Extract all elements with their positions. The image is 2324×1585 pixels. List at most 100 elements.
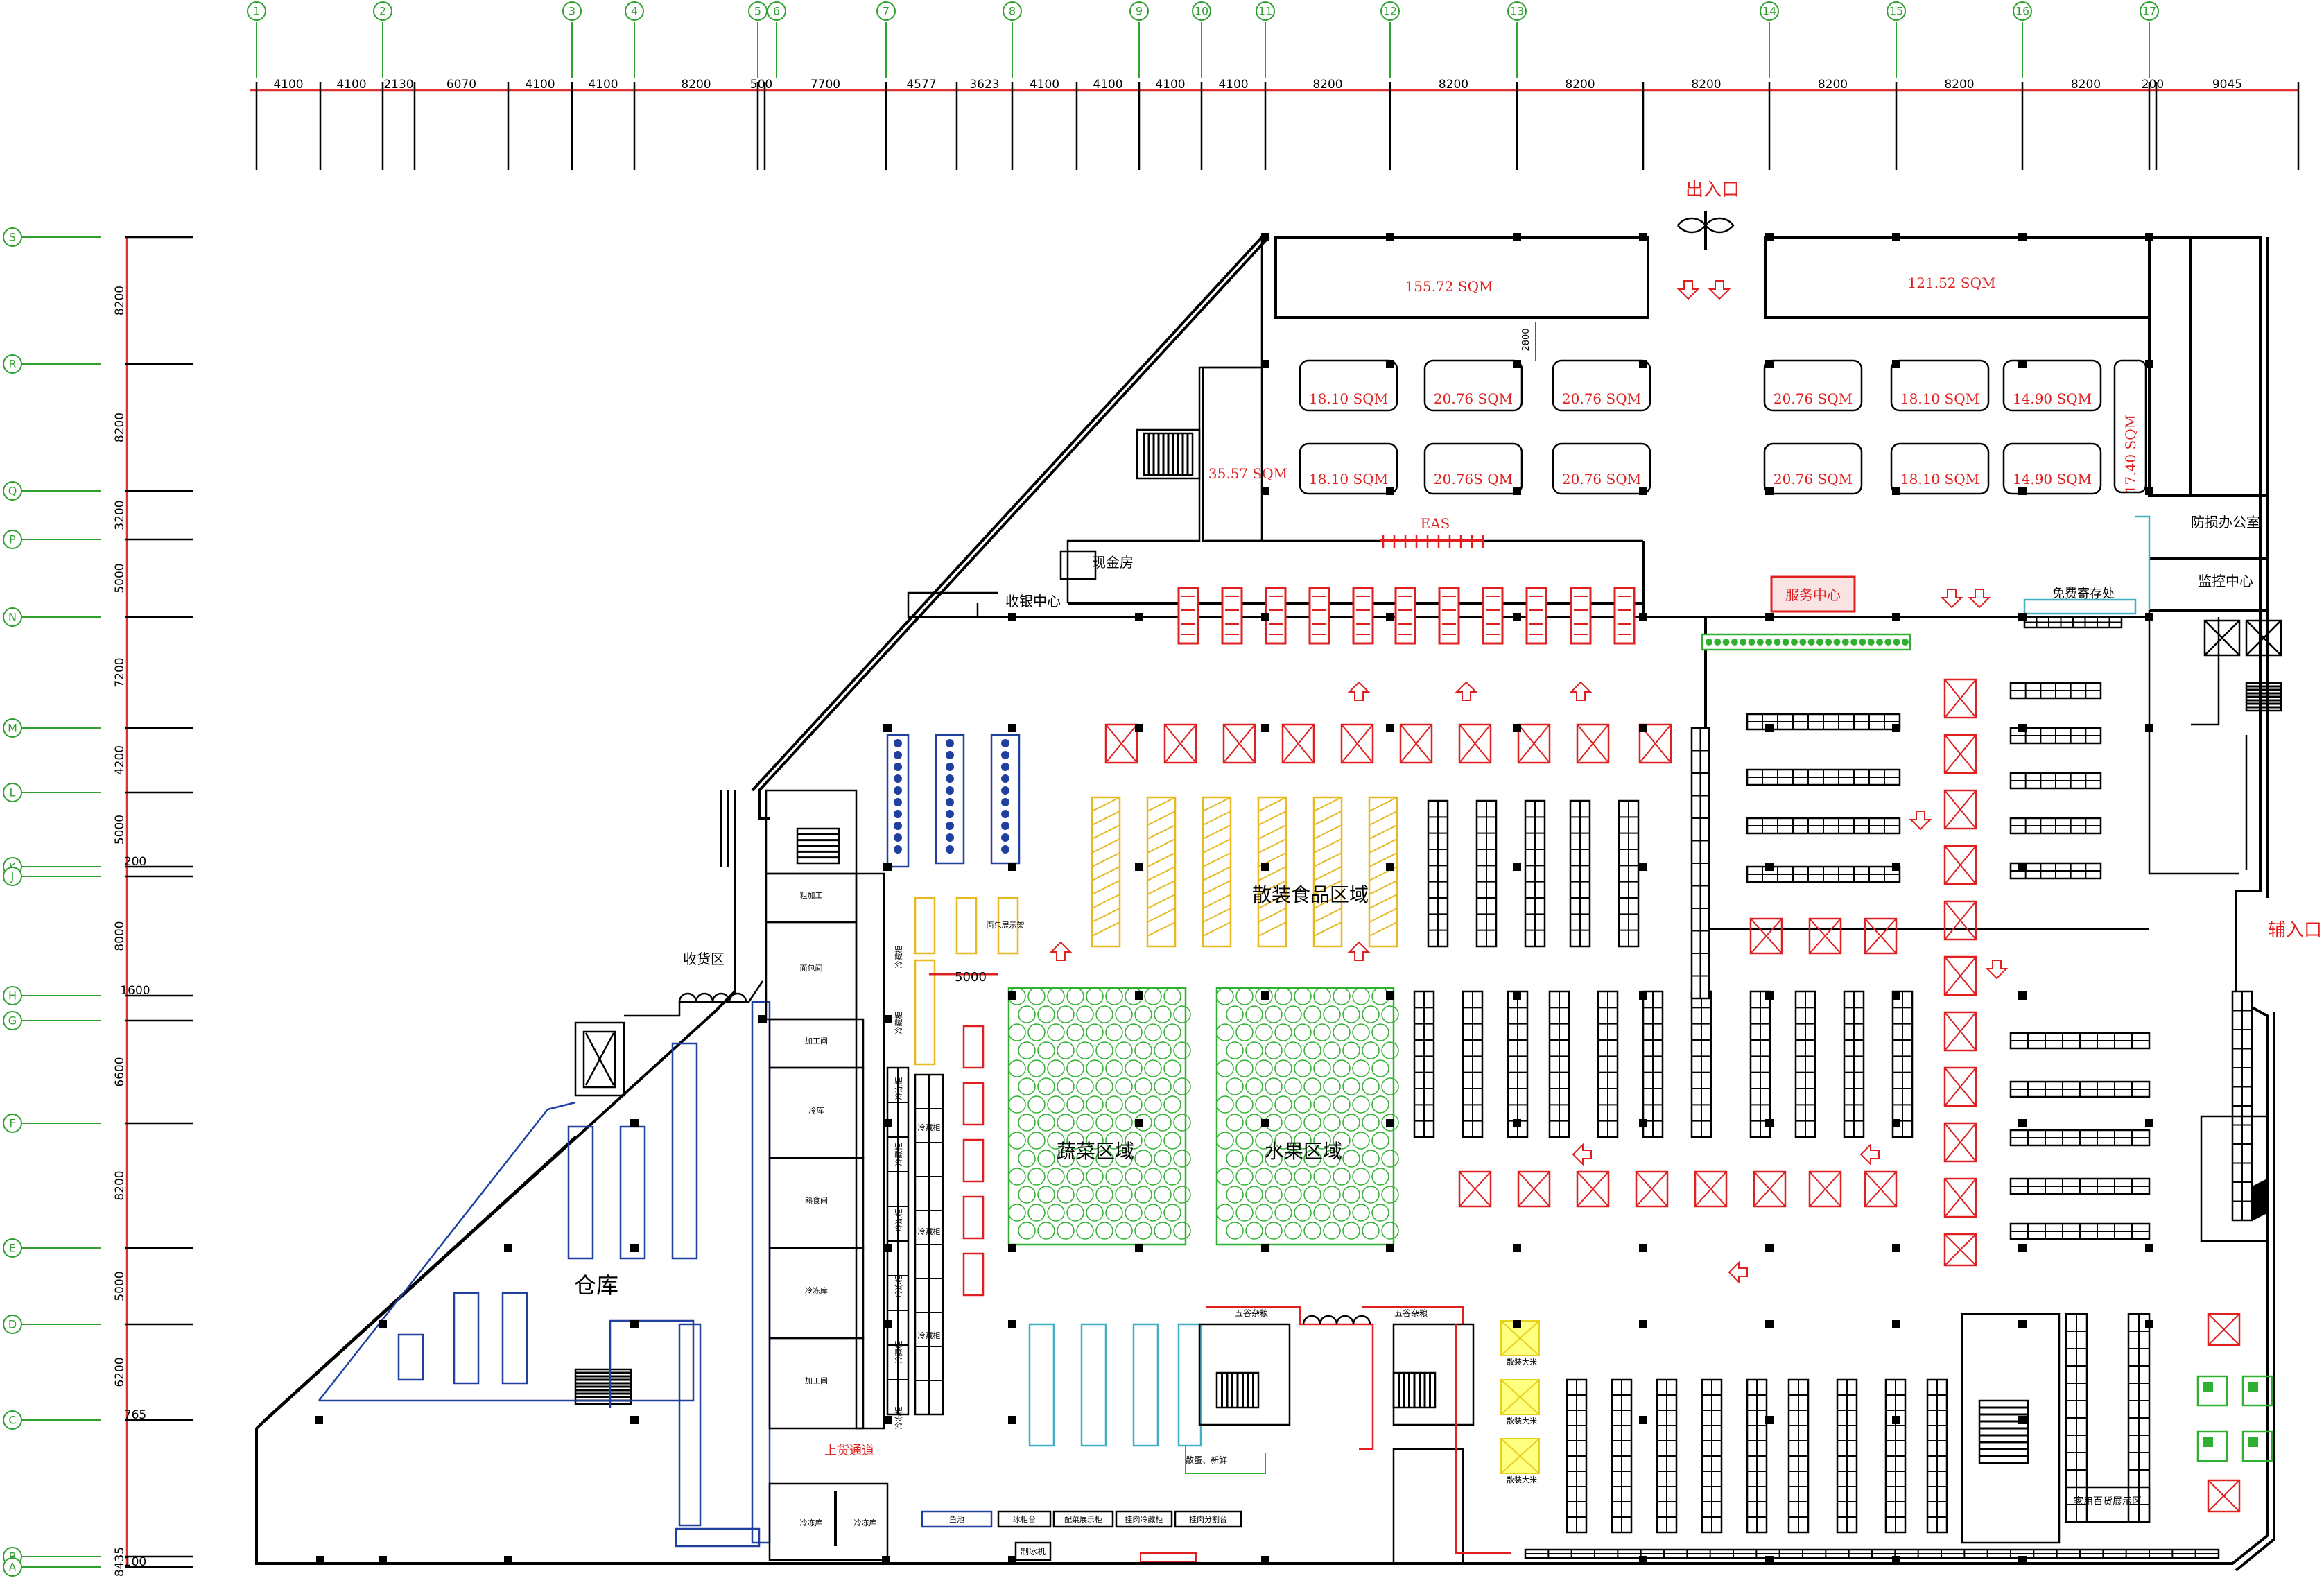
top-axis-label: 12: [1383, 5, 1397, 18]
top-dimension-value: 4100: [336, 78, 366, 92]
red-display-cross: [1944, 734, 1977, 774]
hex-cell: [1303, 1222, 1321, 1240]
hex-cell: [1008, 1023, 1026, 1041]
area-35-label: 35.57 SQM: [1208, 465, 1287, 482]
top-axis-bubble: [767, 1, 786, 21]
blue-freezer-dot: [894, 798, 902, 806]
hex-cell: [1154, 1041, 1172, 1059]
rice-bin-cross: [1500, 1320, 1540, 1356]
hex-cell: [1342, 1041, 1360, 1059]
green-dot: [1850, 639, 1858, 646]
top-axis-label: 16: [2015, 5, 2029, 18]
hex-cell: [1342, 1150, 1360, 1168]
green-dot: [1876, 639, 1883, 646]
hex-cell: [1216, 1168, 1234, 1186]
rice-bin-label: 散装大米: [1507, 1357, 1537, 1367]
left-axis-bubble: [3, 481, 22, 501]
structural-column: [1008, 1416, 1016, 1424]
warehouse-rack: [675, 1527, 761, 1548]
hex-cell: [1371, 1023, 1389, 1041]
freezer-label: 冷藏柜: [918, 1123, 941, 1132]
structural-column: [2145, 613, 2153, 621]
red-display-unit: [1222, 723, 1256, 764]
hex-cell: [1274, 987, 1292, 1005]
hex-cell: [1144, 1059, 1162, 1077]
left-axis-bubble: [3, 718, 22, 738]
hex-cell: [1274, 1204, 1292, 1222]
red-display-cross: [1577, 724, 1609, 763]
green-dot: [1893, 639, 1900, 646]
left-axis-bubble: [3, 986, 22, 1005]
red-display-unit: [1163, 723, 1197, 764]
structural-column: [1513, 1119, 1521, 1127]
structural-column: [1765, 1416, 1774, 1424]
green-dot: [1740, 639, 1747, 646]
receiving-door[interactable]: [678, 992, 747, 1003]
hex-cell: [1027, 1059, 1046, 1077]
top-axis-label: 2: [379, 5, 386, 18]
service-counter: [1174, 1510, 1242, 1528]
bulk-food-bin: [1257, 796, 1287, 948]
stair-block: [1978, 1399, 2029, 1464]
stall-row2: [1552, 442, 1651, 495]
rice-red-rail: [1455, 1324, 1511, 1554]
hex-cell: [1066, 1023, 1084, 1041]
direction-arrow: [1909, 811, 1932, 831]
left-dimension-value: 3200: [113, 500, 127, 530]
bulk-food-hatch: [1147, 908, 1176, 923]
checkout-detail: [1486, 596, 1500, 635]
back-room-label: 加工间: [805, 1037, 828, 1046]
hex-cell: [1352, 987, 1370, 1005]
lower-door: [1302, 1315, 1371, 1325]
top-dimension-value: 8200: [2071, 78, 2101, 92]
structural-column: [1639, 1320, 1647, 1328]
warehouse-rack-slant: [318, 1101, 576, 1401]
household-block: [1961, 1313, 2061, 1544]
hex-cell: [1027, 1095, 1046, 1114]
top-dimension-value: 500: [750, 78, 772, 92]
structural-column: [315, 1416, 323, 1424]
hex-cell: [1125, 1168, 1143, 1186]
hex-cell: [1163, 1132, 1181, 1150]
hex-cell: [1008, 1059, 1026, 1077]
bulk-food-hatch: [1147, 838, 1176, 854]
bulk-food-hatch: [1202, 921, 1231, 937]
red-display-unit: [1576, 1170, 1610, 1208]
aux-entrance-label: 辅入口: [2268, 920, 2322, 941]
hex-cell: [1095, 1186, 1113, 1204]
hex-cell: [1381, 1222, 1399, 1240]
structural-column: [2145, 487, 2153, 495]
left-dimension-value: 1600: [120, 984, 150, 998]
top-dimension-value: 4100: [525, 78, 555, 92]
cold-storage-label-2: 冷冻库: [854, 1518, 877, 1527]
top-dimension-value: 7700: [810, 78, 840, 92]
left-dimension-value: 5000: [113, 563, 127, 593]
blue-freezer: [935, 734, 965, 865]
structural-column: [1513, 991, 1521, 1000]
hex-cell: [1027, 1132, 1046, 1150]
left-axis-bubble: [3, 227, 22, 247]
structural-column: [2145, 1320, 2153, 1328]
top-axis-bubble: [2013, 1, 2032, 21]
left-axis-label: R: [8, 358, 16, 371]
checkout-detail: [1225, 596, 1239, 635]
hex-cell: [1115, 1005, 1133, 1023]
red-display-unit: [1943, 678, 1977, 719]
structural-column: [1639, 360, 1647, 368]
hex-cell: [1255, 1132, 1273, 1150]
structural-column: [1261, 1556, 1269, 1564]
direction-arrow: [1968, 589, 1991, 609]
rice-bin-cross: [1500, 1438, 1540, 1474]
entrance-doors[interactable]: [1677, 211, 1735, 250]
structural-column: [1008, 1244, 1016, 1252]
monitor-center-label: 监控中心: [2198, 573, 2253, 589]
side-cabinet: [914, 959, 936, 1066]
structural-column: [2018, 1556, 2027, 1564]
eas-label: EAS: [1421, 515, 1450, 532]
left-axis-bubble: [3, 1315, 22, 1334]
hex-cell: [1255, 987, 1273, 1005]
checkout-detail: [1618, 596, 1631, 635]
left-dimension-value: 8435: [113, 1547, 127, 1577]
red-display-unit: [1340, 723, 1374, 764]
hex-cell: [1245, 1150, 1263, 1168]
